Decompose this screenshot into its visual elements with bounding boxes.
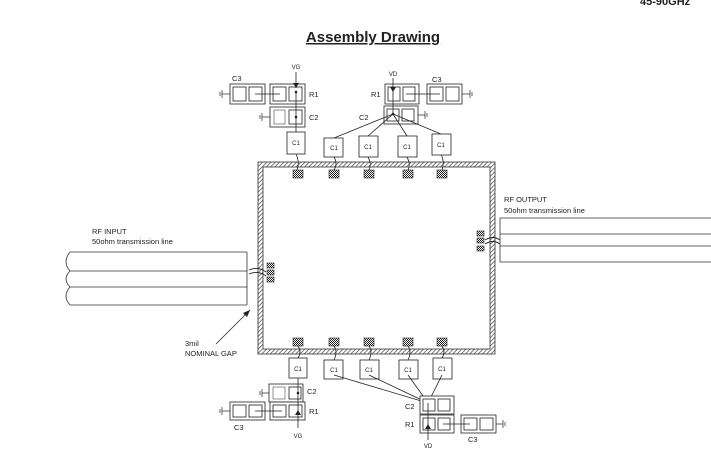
- vg-top-c2-label: C2: [309, 113, 319, 122]
- page-title: Assembly Drawing: [306, 29, 440, 46]
- vd-bottom-label: VD: [424, 444, 433, 450]
- frequency-header: 45-90GHz: [640, 0, 691, 8]
- vd-top-c1-label-2: C1: [364, 145, 372, 151]
- vg-top-c1-label: C1: [292, 141, 300, 147]
- vd-top-r1-label: R1: [371, 90, 381, 99]
- vd-bottom-c2-label: C2: [405, 402, 415, 411]
- vg-bottom-c2-label: C2: [307, 387, 317, 396]
- bottom-bond-pads: [292, 337, 448, 347]
- vd-top-c3-label: C3: [432, 75, 442, 84]
- vd-bottom-r1-label: R1: [405, 420, 415, 429]
- rf-bond-pads: [266, 230, 485, 283]
- vd-top-c1-label-1: C1: [330, 146, 338, 152]
- vg-bottom-c1-label: C1: [294, 367, 302, 373]
- top-bond-pads: [292, 169, 448, 179]
- vg-top-c3-label: C3: [232, 74, 242, 83]
- vd-top-c2-label: C2: [359, 113, 369, 122]
- mmic-die: [257, 161, 496, 355]
- vg-bottom-label: VG: [294, 434, 303, 440]
- vg-top-label: VG: [292, 65, 301, 71]
- bottom-wire-bonds: [297, 345, 445, 361]
- vd-bottom-c1-label-4: C1: [438, 367, 446, 373]
- rf-input-label: RF INPUT: [92, 227, 127, 236]
- rf-input-line: [65, 251, 267, 306]
- rf-output-label: RF OUTPUT: [504, 195, 547, 204]
- vg-top-network: [219, 72, 306, 155]
- vd-top-label: VD: [389, 72, 398, 78]
- rf-input-sublabel: 50ohm transmission line: [92, 237, 173, 246]
- vg-bottom-c3-label: C3: [234, 423, 244, 432]
- gap-note-line1: 3mil: [185, 339, 199, 348]
- gap-note-line2: NOMINAL GAP: [185, 349, 237, 358]
- vd-top-network: [323, 78, 473, 158]
- vd-bottom-c1-label-2: C1: [365, 368, 373, 374]
- gap-arrow: [215, 309, 251, 345]
- vd-bottom-c1-label-3: C1: [404, 368, 412, 374]
- vd-top-c1-label-3: C1: [403, 145, 411, 151]
- vd-top-c1-label-4: C1: [437, 143, 445, 149]
- rf-output-sublabel: 50ohm transmission line: [504, 206, 585, 215]
- vd-bottom-network: [323, 357, 506, 440]
- vg-top-r1-label: R1: [309, 90, 319, 99]
- vd-bottom-c3-label: C3: [468, 435, 478, 444]
- vd-bottom-c1-label-1: C1: [330, 368, 338, 374]
- rf-output-line: [484, 217, 711, 263]
- vg-bottom-network: [219, 357, 308, 428]
- vg-bottom-r1-label: R1: [309, 407, 319, 416]
